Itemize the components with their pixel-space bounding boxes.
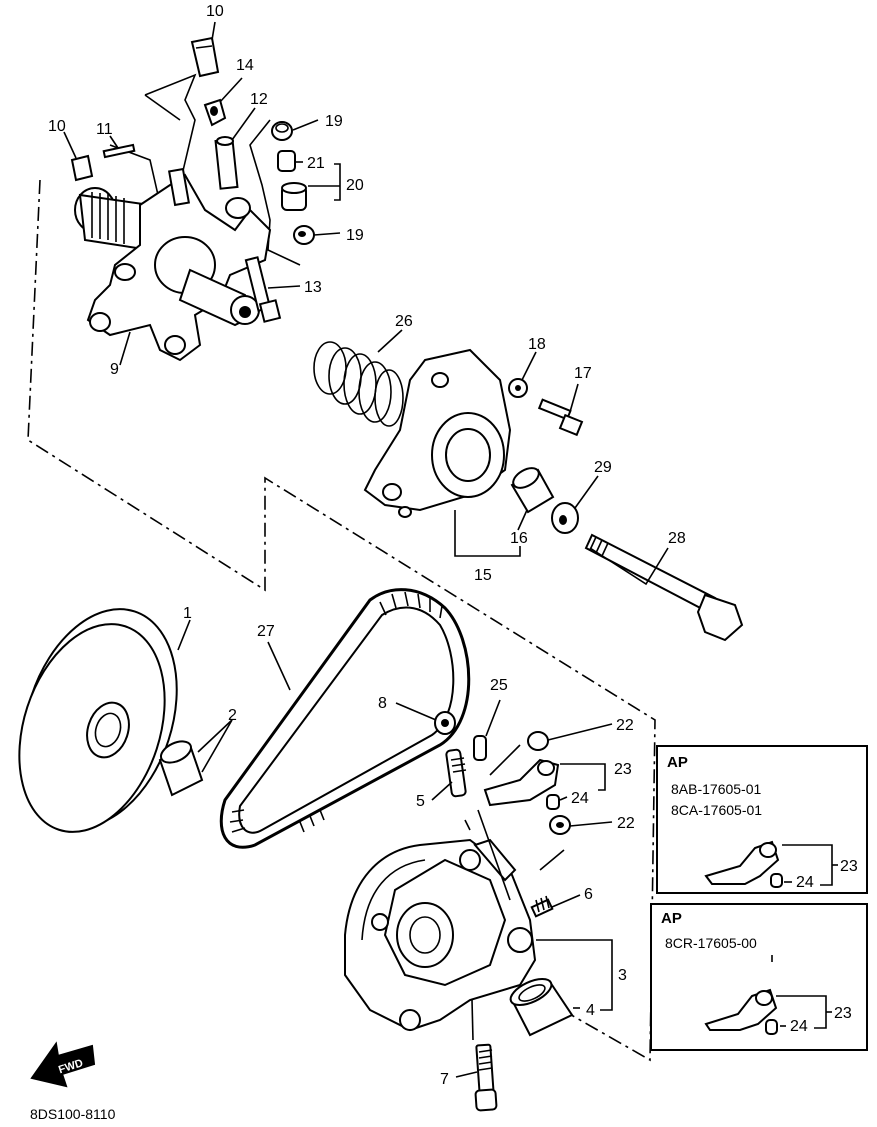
callout-22-top: 22 [616, 717, 634, 734]
part-10-weight-left [70, 154, 94, 182]
part-28-long-bolt [584, 533, 744, 642]
part-12-shaft [214, 136, 239, 190]
callout-23: 23 [614, 761, 632, 778]
part-18-nut [508, 378, 528, 398]
callout-17: 17 [574, 365, 592, 382]
callout-15: 15 [474, 567, 492, 584]
part-22-nut-top [527, 731, 549, 751]
callout-29: 29 [594, 459, 612, 476]
callout-24: 24 [571, 790, 589, 807]
part-20-collar [281, 182, 307, 211]
ap-box-2: AP 8CR-17605-00 23 24 [650, 903, 868, 1051]
callout-1: 1 [183, 605, 192, 622]
callout-26: 26 [395, 313, 413, 330]
part-24-roller [546, 794, 560, 810]
fwd-arrow-icon: FWD [30, 1041, 96, 1088]
part-15-clutch-cover [363, 348, 512, 518]
callout-28: 28 [668, 530, 686, 547]
ap-box-1-code-2: 8CA-17605-01 [671, 802, 762, 818]
ap-box-1-label-23: 23 [840, 858, 858, 875]
part-10-weight-top [190, 36, 220, 78]
part-8-nut [434, 711, 456, 735]
callout-14: 14 [236, 57, 254, 74]
leader-lines [63, 21, 669, 1078]
callout-numbers: 10 14 12 19 10 11 21 20 19 13 9 26 18 17… [48, 3, 686, 1088]
callout-5: 5 [416, 793, 425, 810]
callout-27: 27 [257, 623, 275, 640]
ap-box-1-title: AP [667, 754, 688, 771]
ap-box-1-label-24: 24 [796, 874, 814, 891]
part-13-bolt [244, 256, 282, 323]
callout-9: 9 [110, 361, 119, 378]
ap-box-2-label-24: 24 [790, 1018, 808, 1035]
ap-box-1: AP 8AB-17605-01 8CA-17605-01 23 24 [656, 745, 868, 894]
callout-3: 3 [618, 967, 627, 984]
part-4-seal-ring [509, 978, 574, 1037]
part-26-spring [313, 341, 404, 427]
callout-7: 7 [440, 1071, 449, 1088]
callout-21: 21 [307, 155, 325, 172]
part-23-weight-arm [483, 758, 560, 807]
part-27-drive-belt [219, 588, 471, 849]
callout-19-bottom: 19 [346, 227, 364, 244]
ap-box-2-code-1: 8CR-17605-00 [665, 935, 757, 951]
part-21-bushing [277, 150, 296, 172]
drawing-code: 8DS100-8110 [30, 1106, 116, 1122]
callout-25: 25 [490, 677, 508, 694]
callout-12: 12 [250, 91, 268, 108]
part-1-sheave [18, 608, 178, 833]
part-14-roller [203, 98, 227, 127]
part-19-washer-top [271, 121, 293, 141]
callout-11: 11 [96, 121, 113, 138]
ap-box-2-title: AP [661, 910, 682, 927]
callout-18: 18 [528, 336, 546, 353]
part-9-clutch-spider [74, 167, 272, 362]
part-2-bushing [158, 740, 204, 797]
callout-22-bottom: 22 [617, 815, 635, 832]
callout-20: 20 [346, 177, 364, 194]
part-11-pin [102, 143, 136, 159]
part-19-washer-bottom [293, 225, 315, 245]
ap-box-1-code-1: 8AB-17605-01 [671, 781, 762, 797]
part-25-pin [473, 735, 487, 761]
callout-13: 13 [304, 279, 322, 296]
part-5-shaft [445, 748, 467, 798]
callout-6: 6 [584, 886, 593, 903]
assembly-boundary-lines [27, 73, 656, 1062]
part-17-bolt [537, 398, 584, 437]
ap-box-2-label-23: 23 [834, 1005, 852, 1022]
part-7-bolt [474, 1043, 498, 1112]
callout-10-left: 10 [48, 118, 66, 135]
part-29-washer [551, 502, 579, 534]
part-16-bushing [510, 467, 555, 514]
callout-4: 4 [586, 1002, 595, 1019]
part-3-movable-sheave [344, 809, 537, 1032]
callout-19-top: 19 [325, 113, 343, 130]
part-22-nut-bottom [549, 815, 571, 835]
callout-8: 8 [378, 695, 387, 712]
part-6-spring [530, 895, 554, 918]
callout-10-top: 10 [206, 3, 224, 20]
callout-16: 16 [510, 530, 528, 547]
callout-2: 2 [228, 707, 237, 724]
